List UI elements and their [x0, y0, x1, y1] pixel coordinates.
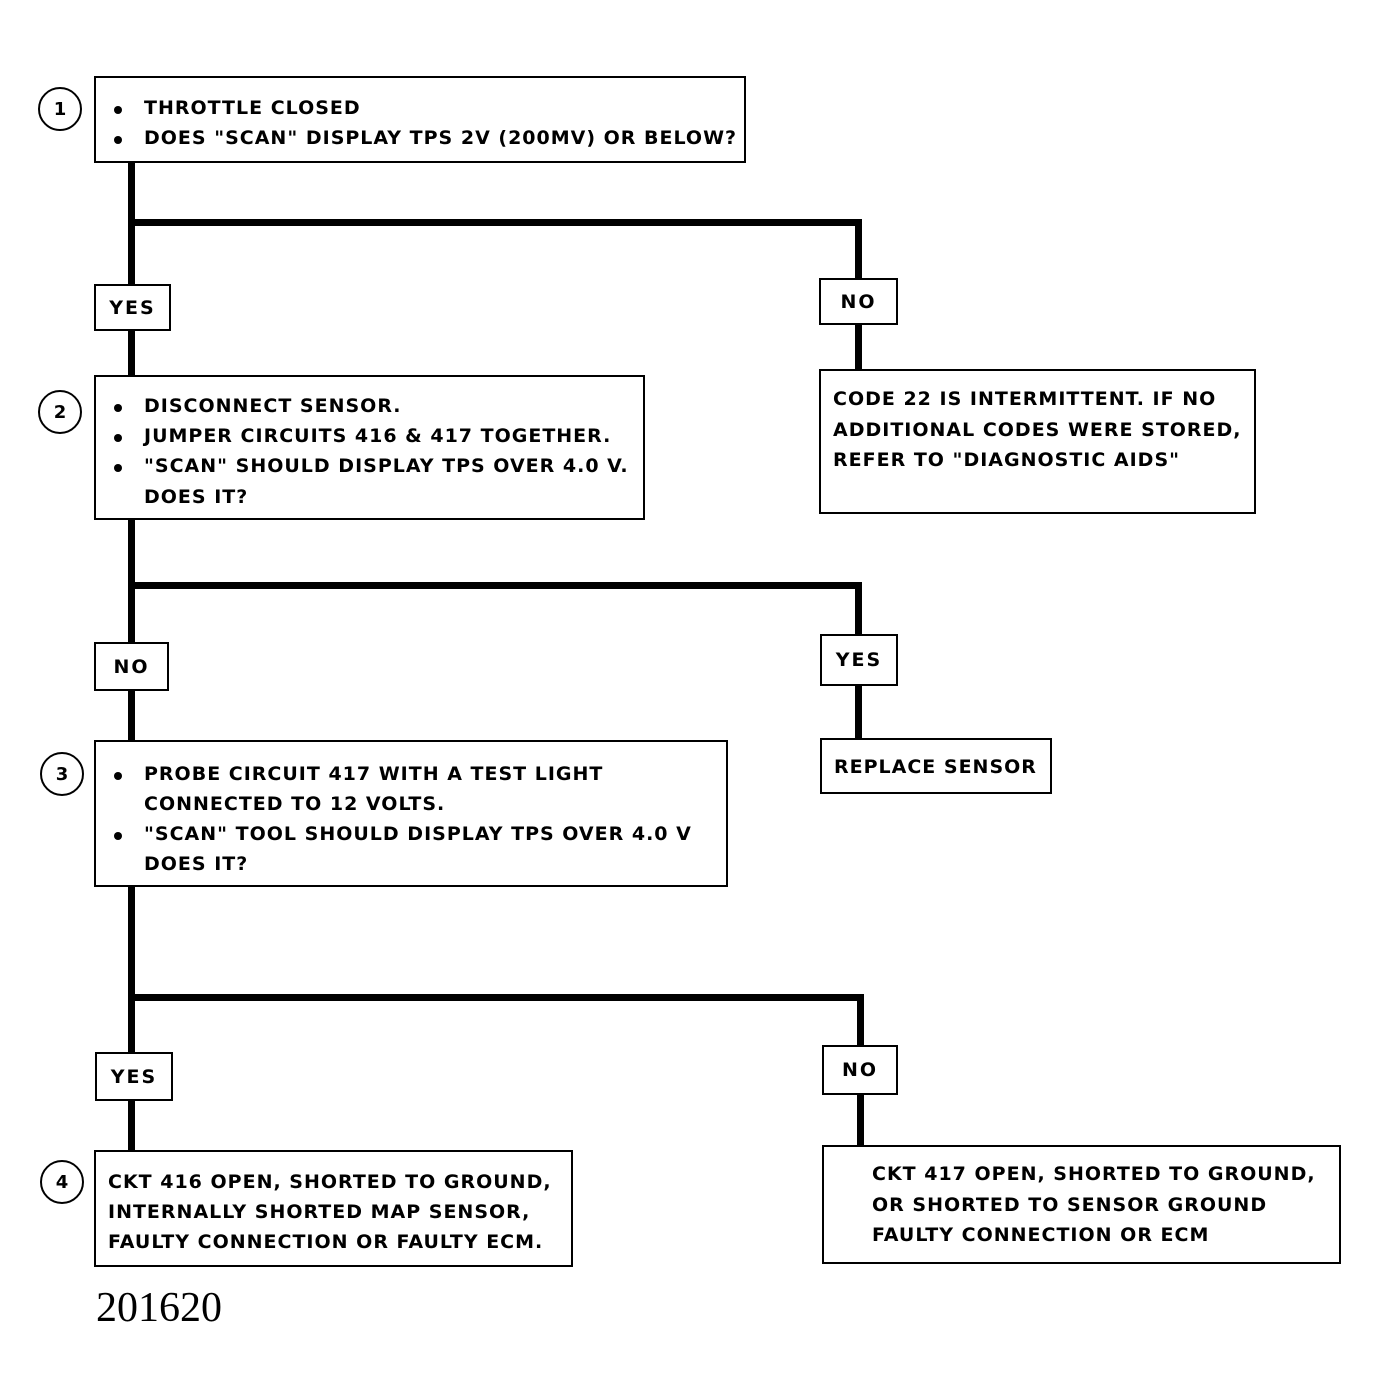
bullet	[114, 832, 122, 840]
outcome-replace-sensor-box: REPLACE SENSOR	[820, 738, 1052, 794]
step-number-4: 4	[40, 1160, 84, 1204]
outcome-ckt417-line-3: FAULTY CONNECTION OR ECM	[872, 1224, 1210, 1246]
step-number-2: 2	[38, 390, 82, 434]
step-1-box: THROTTLE CLOSED DOES "SCAN" DISPLAY TPS …	[94, 76, 746, 163]
step-3-box: PROBE CIRCUIT 417 WITH A TEST LIGHT CONN…	[94, 740, 728, 887]
outcome-intermittent-line-3: REFER TO "DIAGNOSTIC AIDS"	[833, 449, 1181, 471]
bullet	[114, 106, 122, 114]
outcome-replace-sensor-line: REPLACE SENSOR	[834, 756, 1037, 778]
bullet	[114, 434, 122, 442]
step-4-line-2: INTERNALLY SHORTED MAP SENSOR,	[108, 1201, 531, 1223]
step-4-line-1: CKT 416 OPEN, SHORTED TO GROUND,	[108, 1171, 552, 1193]
outcome-intermittent-box: CODE 22 IS INTERMITTENT. IF NO ADDITIONA…	[819, 369, 1256, 514]
outcome-intermittent-line-1: CODE 22 IS INTERMITTENT. IF NO	[833, 388, 1217, 410]
step-1-line-1: THROTTLE CLOSED	[144, 97, 361, 119]
outcome-ckt417-box: CKT 417 OPEN, SHORTED TO GROUND, OR SHOR…	[822, 1145, 1341, 1264]
branch-2-no-label: NO	[94, 642, 169, 691]
step-4-line-3: FAULTY CONNECTION OR FAULTY ECM.	[108, 1231, 544, 1253]
connector-3-branch	[128, 994, 864, 1001]
bullet	[114, 464, 122, 472]
outcome-intermittent-line-2: ADDITIONAL CODES WERE STORED,	[833, 419, 1242, 441]
bullet	[114, 404, 122, 412]
step-1-line-2: DOES "SCAN" DISPLAY TPS 2V (200MV) OR BE…	[144, 127, 738, 149]
step-3-line-2: CONNECTED TO 12 VOLTS.	[144, 793, 446, 815]
step-2-box: DISCONNECT SENSOR. JUMPER CIRCUITS 416 &…	[94, 375, 645, 520]
outcome-ckt417-line-1: CKT 417 OPEN, SHORTED TO GROUND,	[872, 1163, 1316, 1185]
step-3-line-1: PROBE CIRCUIT 417 WITH A TEST LIGHT	[144, 763, 604, 785]
branch-3-yes-label: YES	[95, 1052, 173, 1101]
outcome-ckt417-line-2: OR SHORTED TO SENSOR GROUND	[872, 1194, 1268, 1216]
branch-1-yes-label: YES	[94, 284, 171, 331]
step-3-line-3: "SCAN" TOOL SHOULD DISPLAY TPS OVER 4.0 …	[144, 823, 692, 845]
step-2-line-1: DISCONNECT SENSOR.	[144, 395, 402, 417]
connector-3-trunk	[128, 885, 135, 1153]
step-2-line-4: DOES IT?	[144, 486, 249, 508]
connector-1-branch	[128, 219, 862, 226]
step-4-box: CKT 416 OPEN, SHORTED TO GROUND, INTERNA…	[94, 1150, 573, 1267]
step-number-1: 1	[38, 87, 82, 131]
bullet	[114, 136, 122, 144]
connector-2-trunk	[128, 518, 135, 743]
step-3-line-4: DOES IT?	[144, 853, 249, 875]
branch-3-no-label: NO	[822, 1045, 898, 1095]
step-number-3: 3	[40, 752, 84, 796]
step-2-line-2: JUMPER CIRCUITS 416 & 417 TOGETHER.	[144, 425, 612, 447]
branch-1-no-label: NO	[819, 278, 898, 325]
figure-number: 201620	[96, 1285, 222, 1331]
bullet	[114, 772, 122, 780]
branch-2-yes-label: YES	[820, 634, 898, 686]
connector-1-trunk	[128, 162, 135, 376]
step-2-line-3: "SCAN" SHOULD DISPLAY TPS OVER 4.0 V.	[144, 455, 629, 477]
connector-2-branch	[128, 582, 862, 589]
